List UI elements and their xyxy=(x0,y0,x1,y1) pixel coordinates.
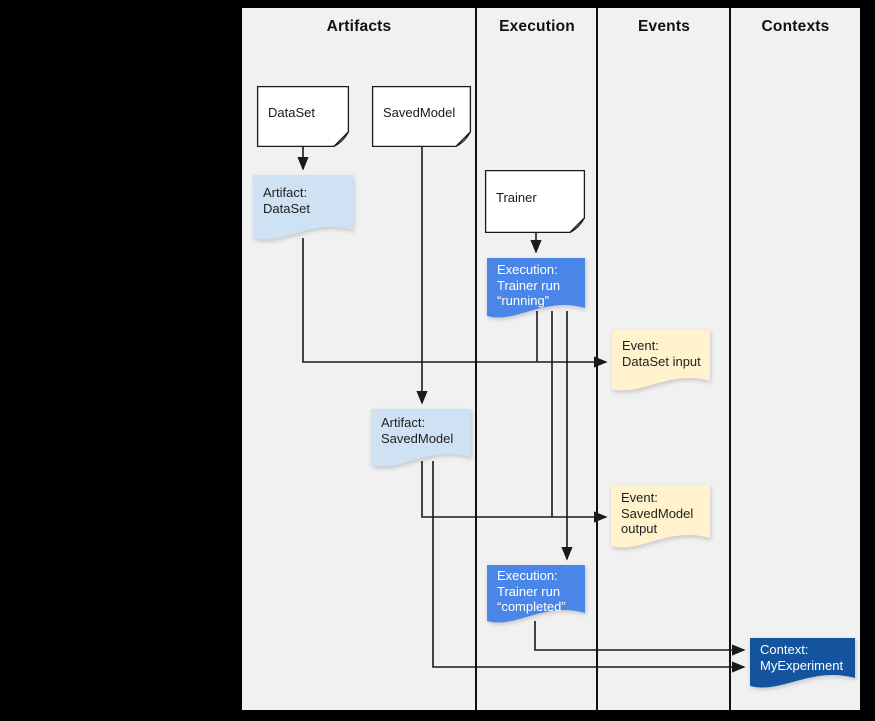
node-savedmodel-type: SavedModel xyxy=(371,85,472,148)
node-execution-running: Execution: Trainer run “running” xyxy=(487,258,585,326)
node-label-line: Event: xyxy=(622,338,659,353)
column-divider-artifacts-execution xyxy=(475,8,477,710)
node-label-line: Event: xyxy=(621,490,658,505)
wave-shape-icon xyxy=(253,175,353,240)
node-label-line: Trainer run xyxy=(497,277,561,293)
node-context-myexperiment: Context: MyExperiment xyxy=(750,638,855,696)
column-divider-execution-events xyxy=(596,8,598,710)
document-shape-icon xyxy=(484,169,586,234)
node-label-line: Execution: xyxy=(497,262,558,277)
node-label-line: DataSet xyxy=(263,200,310,216)
node-label-line: “running” xyxy=(497,293,550,308)
node-label-line: MyExperiment xyxy=(760,657,844,673)
node-event-dataset-input: Event: DataSet input xyxy=(612,330,710,399)
document-shape-icon xyxy=(371,85,472,148)
node-label-line: Context: xyxy=(760,642,809,657)
column-divider-events-contexts xyxy=(729,8,731,710)
node-event-savedmodel-output: Event: SavedModel output xyxy=(611,485,710,556)
column-header-execution: Execution xyxy=(499,18,575,35)
node-label-line: Execution: xyxy=(497,568,558,583)
node-label-line: DataSet input xyxy=(622,353,701,369)
node-label-line: Trainer run xyxy=(497,583,561,599)
column-header-events: Events xyxy=(637,18,691,35)
wave-shape-icon xyxy=(750,638,855,688)
node-execution-completed: Execution: Trainer run “completed” xyxy=(487,565,585,631)
wave-shape-icon xyxy=(612,330,710,391)
column-header-contexts: Contexts xyxy=(761,18,830,35)
node-dataset-type: DataSet xyxy=(256,85,350,148)
node-label-line: “completed” xyxy=(497,599,566,614)
node-label: Trainer xyxy=(496,190,537,206)
node-trainer-type: Trainer xyxy=(484,169,586,234)
wave-shape-icon xyxy=(371,409,471,467)
node-label-line: SavedModel xyxy=(381,430,454,446)
node-label: SavedModel xyxy=(383,105,456,121)
node-label-line: output xyxy=(621,521,658,536)
wave-shape-icon xyxy=(611,485,710,548)
node-artifact-dataset: Artifact: DataSet xyxy=(253,175,353,248)
node-label-line: Artifact: xyxy=(381,415,426,430)
wave-shape-icon xyxy=(487,258,585,318)
document-shape-icon xyxy=(256,85,350,148)
node-artifact-savedmodel: Artifact: SavedModel xyxy=(371,409,471,475)
node-label-line: SavedModel xyxy=(621,505,694,521)
column-header-artifacts: Artifacts xyxy=(326,18,392,35)
node-label: DataSet xyxy=(268,105,315,121)
node-label-line: Artifact: xyxy=(263,185,308,200)
wave-shape-icon xyxy=(487,565,585,623)
